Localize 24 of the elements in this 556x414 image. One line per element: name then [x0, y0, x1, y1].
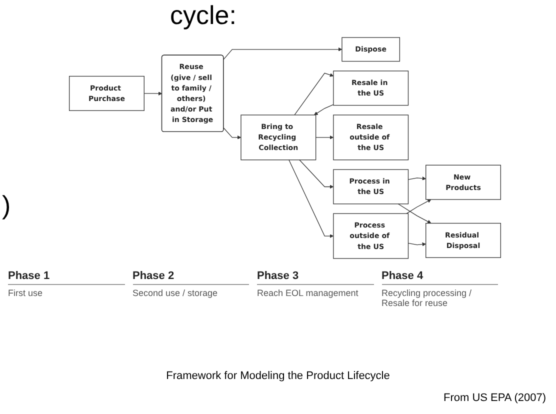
- phase-description: Reach EOL management: [257, 288, 360, 300]
- arrow: [299, 160, 334, 189]
- arrow: [315, 136, 334, 140]
- arrow: [406, 199, 432, 214]
- arrow: [398, 204, 432, 224]
- arrow: [144, 92, 162, 96]
- source-note: From US EPA (2007): [444, 392, 546, 404]
- phase-heading: Phase 3: [257, 270, 374, 285]
- phase-description: Recycling processing / Resale for reuse: [382, 288, 473, 308]
- phase-heading: Phase 4: [382, 270, 498, 285]
- phase-heading: Phase 2: [132, 270, 249, 285]
- title-fragment: cycle:: [170, 0, 236, 31]
- phase-description: Second use / storage: [132, 288, 219, 300]
- arrow: [408, 242, 426, 246]
- phase-heading: Phase 1: [8, 270, 124, 285]
- caption: Framework for Modeling the Product Lifecycle: [165, 370, 391, 382]
- arrow: [223, 128, 242, 140]
- phase-description: First use: [8, 288, 44, 300]
- text-fragment: ): [2, 190, 11, 221]
- arrow: [223, 47, 342, 60]
- arrow: [408, 176, 426, 180]
- arrow: [288, 160, 334, 238]
- arrow: [314, 104, 334, 116]
- arrow: [294, 72, 334, 116]
